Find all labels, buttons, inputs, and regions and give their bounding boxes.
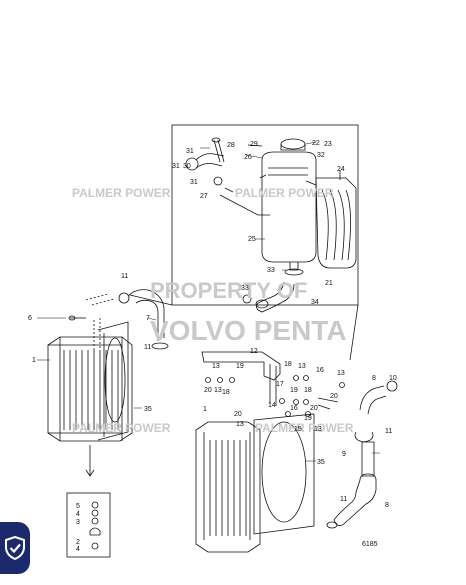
- callout-2: 2: [76, 539, 80, 546]
- callout-6: 6: [28, 315, 32, 322]
- callout-14: 14: [268, 402, 276, 409]
- radiator-right: [195, 421, 261, 553]
- tank-outlet-hose: [242, 281, 295, 313]
- callout-27: 27: [200, 193, 208, 200]
- fan-shroud-left: [97, 321, 129, 441]
- watermark-palmer-power: PALMER POWER: [72, 186, 171, 200]
- callout-21: 21: [325, 280, 333, 287]
- watermark-volvo-penta: VOLVO PENTA: [150, 315, 347, 346]
- callout-12: 12: [250, 348, 258, 355]
- callout-20: 20: [310, 405, 318, 412]
- upper-hose-left: [85, 289, 169, 350]
- callout-13: 13: [236, 421, 244, 428]
- callout-32: 32: [317, 152, 325, 159]
- mounting-bracket-right: [201, 351, 281, 406]
- callout-33: 33: [241, 285, 249, 292]
- callout-18: 18: [284, 361, 292, 368]
- callout-19: 19: [290, 387, 298, 394]
- drawing-number: 6185: [362, 541, 378, 548]
- callout-labels: 28 29 22 23 32 31 26 31 30 24 31 27 25 3…: [28, 140, 397, 553]
- callout-11: 11: [340, 496, 347, 503]
- watermark-property: PROPERTY OF: [150, 278, 307, 303]
- callout-24: 24: [337, 166, 345, 173]
- callout-18: 18: [222, 389, 230, 396]
- callout-13: 13: [298, 363, 306, 370]
- watermark-palmer-power: PALMER POWER: [235, 186, 334, 200]
- callout-28: 28: [227, 142, 235, 149]
- hose-set-right: [326, 380, 398, 529]
- callout-15: 15: [294, 426, 302, 433]
- callout-16: 16: [290, 405, 298, 412]
- security-badge[interactable]: [0, 522, 30, 574]
- filler-hose-assembly: [185, 137, 270, 216]
- bolt-set-right: [205, 375, 345, 417]
- callout-8: 8: [385, 502, 389, 509]
- callout-16: 16: [316, 367, 324, 374]
- callout-20: 20: [204, 387, 212, 394]
- callout-10: 10: [389, 375, 397, 382]
- shield-check-icon: [5, 536, 25, 560]
- callout-13: 13: [212, 363, 220, 370]
- callout-35: 35: [317, 459, 325, 466]
- expansion-tank-inset-frame: [171, 124, 359, 306]
- callout-11: 11: [144, 344, 151, 351]
- callout-22: 22: [312, 140, 320, 147]
- callout-17: 17: [276, 381, 284, 388]
- callout-1: 1: [32, 357, 36, 364]
- watermark-palmer-power: PALMER POWER: [72, 421, 171, 435]
- callout-26: 26: [244, 154, 252, 161]
- fan-shroud-right: [253, 413, 315, 535]
- callout-5: 5: [76, 503, 80, 510]
- callout-7: 7: [146, 315, 150, 322]
- callout-34: 34: [311, 299, 319, 306]
- callout-13: 13: [337, 370, 345, 377]
- drain-plug-parts: [89, 501, 101, 550]
- callout-31: 31: [186, 148, 194, 155]
- callout-31: 31: [172, 163, 180, 170]
- callout-25: 25: [248, 236, 256, 243]
- callout-29: 29: [250, 141, 258, 148]
- callout-20: 20: [330, 393, 338, 400]
- callout-33: 33: [267, 267, 275, 274]
- tank-mounting-bracket: [305, 170, 357, 269]
- expansion-tank: [261, 138, 317, 276]
- callout-9: 9: [342, 451, 346, 458]
- callout-11: 11: [385, 428, 392, 435]
- callout-31: 31: [190, 179, 198, 186]
- watermark-palmer-power: PALMER POWER: [255, 421, 354, 435]
- callout-1: 1: [203, 406, 207, 413]
- callout-4: 4: [76, 546, 80, 553]
- callout-8: 8: [372, 375, 376, 382]
- small-parts-inset-frame: [66, 492, 111, 558]
- callout-30: 30: [183, 163, 191, 170]
- callout-23: 23: [324, 141, 332, 148]
- callout-4: 4: [76, 511, 80, 518]
- callout-20: 20: [234, 411, 242, 418]
- leader-lines: [37, 141, 380, 462]
- callout-13: 13: [314, 426, 322, 433]
- callout-3: 3: [76, 519, 80, 526]
- callout-11: 11: [121, 273, 128, 280]
- callout-19: 19: [236, 363, 244, 370]
- callout-13: 13: [214, 387, 222, 394]
- callout-10: 19: [304, 415, 312, 422]
- callout-35: 35: [144, 406, 152, 413]
- callout-18: 18: [304, 387, 312, 394]
